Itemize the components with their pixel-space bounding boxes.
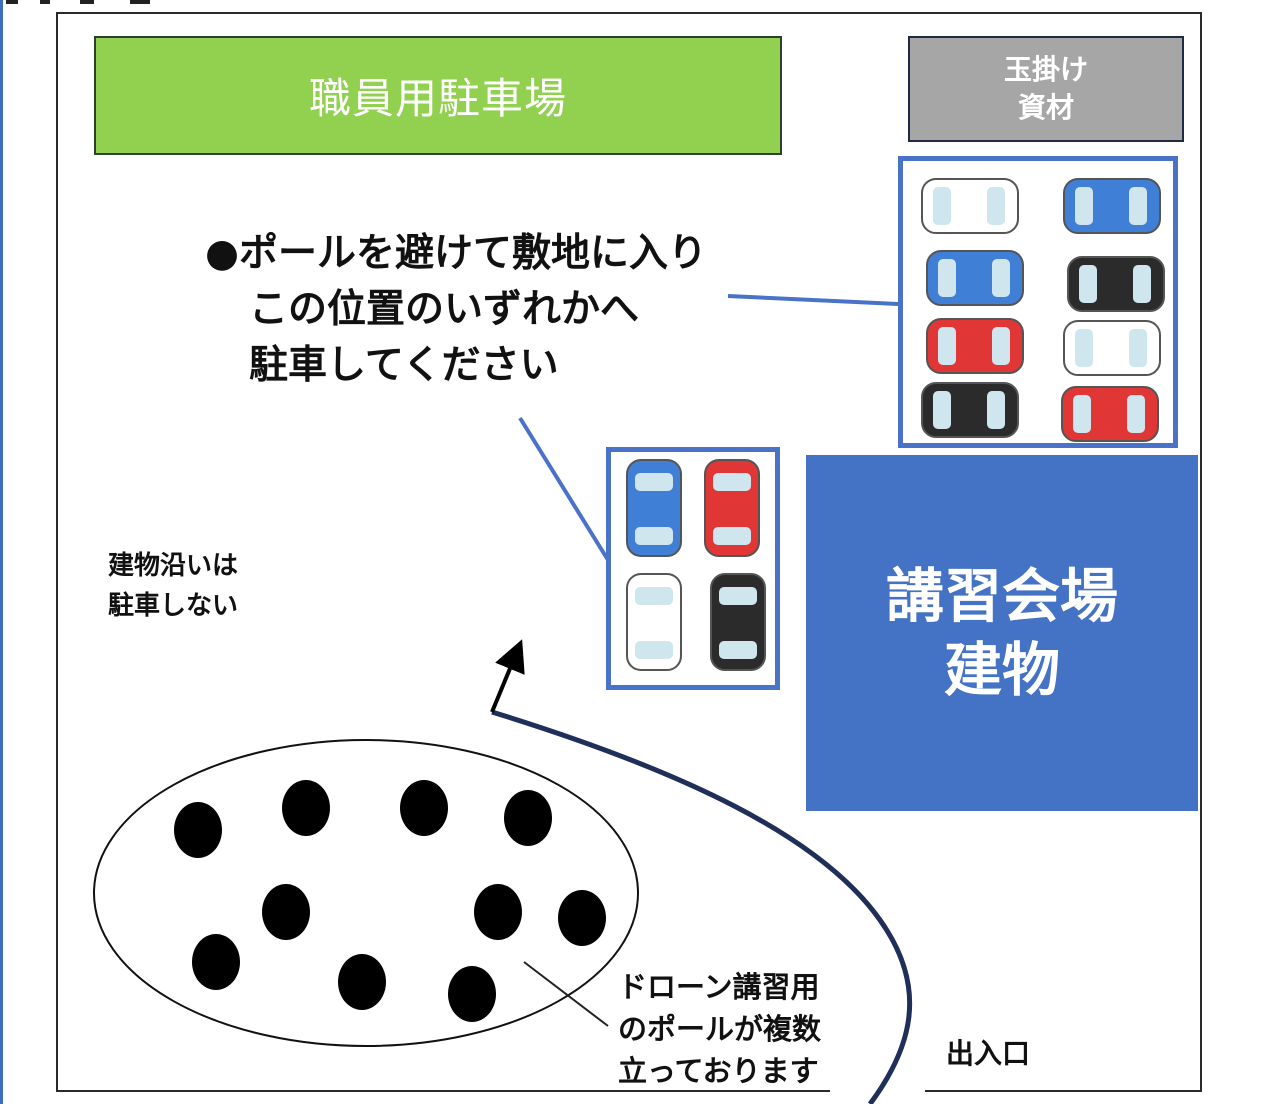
pole-dot-icon xyxy=(400,780,448,836)
route-arrowhead-icon xyxy=(490,639,525,713)
car-icon xyxy=(1061,386,1159,442)
instruction-line-3: 駐車してください xyxy=(249,343,559,388)
instruction-line-2: この位置のいずれかへ xyxy=(249,287,640,332)
top-text-fragment xyxy=(6,0,150,4)
venue-building: 講習会場 建物 xyxy=(806,455,1198,811)
no-parking-line-1: 建物沿いは xyxy=(108,551,239,581)
entrance-label: 出入口 xyxy=(946,1037,1031,1070)
pole-dot-icon xyxy=(474,884,522,940)
pole-dot-icon xyxy=(558,890,606,946)
car-icon xyxy=(626,573,682,671)
slinging-line-2: 資材 xyxy=(1017,91,1074,124)
callout-line-center xyxy=(518,416,610,562)
pole-note-pointer xyxy=(523,961,609,1027)
parking-instruction: ●ポールを避けて敷地に入り この位置のいずれかへ 駐車してください xyxy=(205,226,805,394)
car-icon xyxy=(1063,320,1161,376)
pole-dot-icon xyxy=(174,802,222,858)
car-icon xyxy=(1063,178,1161,234)
car-icon xyxy=(710,573,766,671)
pole-note-line-2: のポールが複数 xyxy=(618,1012,822,1046)
pole-dot-icon xyxy=(262,884,310,940)
car-icon xyxy=(921,178,1019,234)
pole-dot-icon xyxy=(504,790,552,846)
no-parking-line-2: 駐車しない xyxy=(108,591,239,621)
pole-note-line-1: ドローン講習用 xyxy=(618,970,820,1004)
site-boundary xyxy=(56,12,1202,1092)
pole-dot-icon xyxy=(282,780,330,836)
instruction-line-1: ●ポールを避けて敷地に入り xyxy=(205,231,708,276)
pole-dot-icon xyxy=(192,934,240,990)
pole-dot-icon xyxy=(338,954,386,1010)
pole-zone-ellipse xyxy=(93,739,639,1047)
car-icon xyxy=(704,459,760,557)
pole-note: ドローン講習用 のポールが複数 立っております xyxy=(618,966,821,1092)
car-icon xyxy=(926,250,1024,306)
car-icon xyxy=(926,318,1024,374)
car-icon xyxy=(1067,256,1165,312)
slinging-line-1: 玉掛け xyxy=(1003,53,1088,86)
cars-group xyxy=(626,178,1165,671)
poles-group xyxy=(174,780,606,1022)
slinging-materials-area: 玉掛け 資材 xyxy=(908,36,1184,142)
pole-dot-icon xyxy=(448,966,496,1022)
venue-building-line-2: 建物 xyxy=(943,636,1060,704)
page-left-rule xyxy=(0,0,3,1104)
no-parking-note: 建物沿いは 駐車しない xyxy=(108,546,238,626)
route-arrow-icon xyxy=(491,709,913,1104)
pole-note-line-3: 立っております xyxy=(618,1054,819,1088)
car-icon xyxy=(626,459,682,557)
callout-line-right xyxy=(727,294,899,306)
venue-building-line-1: 講習会場 xyxy=(885,562,1118,630)
staff-parking-area: 職員用駐車場 xyxy=(94,36,782,155)
car-icon xyxy=(921,382,1019,438)
